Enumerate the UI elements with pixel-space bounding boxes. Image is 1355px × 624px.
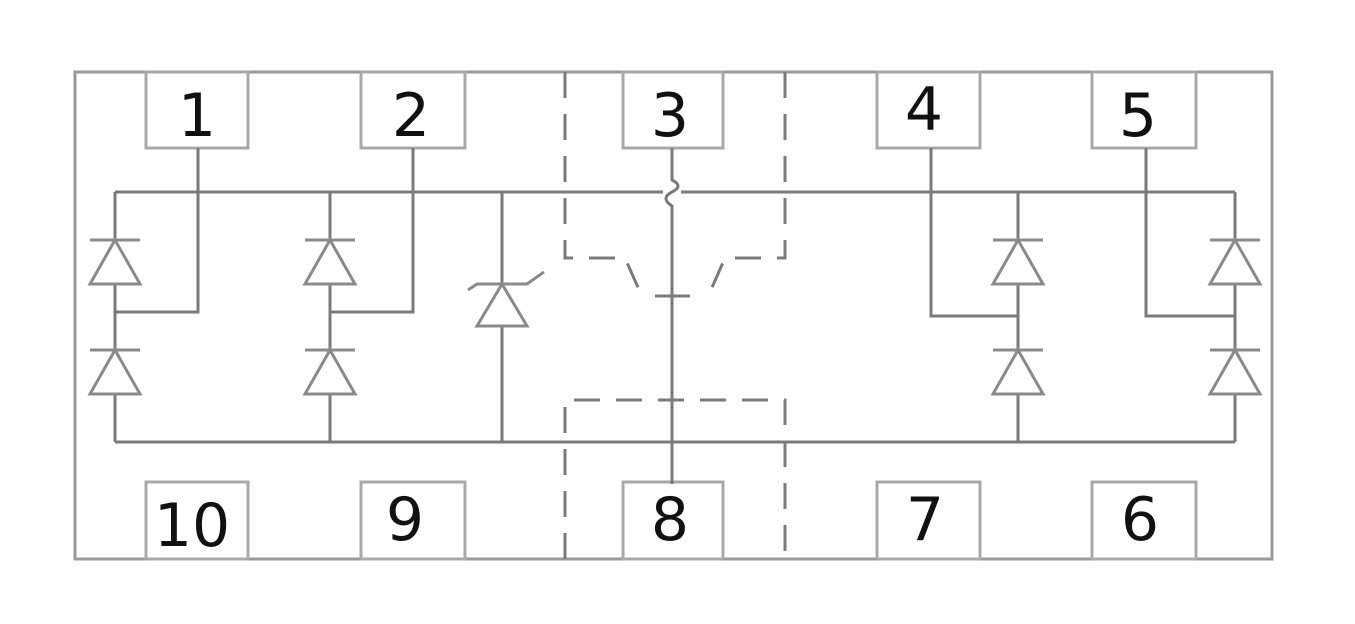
- pin-label-10: 10: [154, 491, 230, 561]
- pin-label-5: 5: [1119, 81, 1157, 151]
- diode-2a: [302, 236, 358, 286]
- diode-1a: [87, 236, 143, 286]
- pin-label-1: 1: [178, 81, 216, 151]
- diode-5a: [1207, 236, 1263, 286]
- pin-box-1: 1: [144, 70, 250, 151]
- diode-column-pin-2: [302, 148, 415, 442]
- pin-label-9: 9: [386, 485, 424, 555]
- pin-box-5: 5: [1090, 70, 1198, 151]
- diode-column-pin-5: [1144, 148, 1263, 442]
- diode-1b: [87, 346, 143, 396]
- pin-box-2: 2: [359, 70, 467, 151]
- zener-diode: [467, 192, 545, 442]
- pin-box-4: 4: [875, 70, 982, 150]
- pin-box-3: 3: [621, 70, 725, 151]
- pin-box-6: 6: [1090, 480, 1198, 561]
- pin-3-wire: [664, 148, 680, 296]
- diode-column-pin-4: [929, 148, 1046, 442]
- pin-box-7: 7: [875, 480, 982, 561]
- diode-5b: [1207, 346, 1263, 396]
- pin-box-8: 8: [621, 480, 725, 561]
- pin-label-4: 4: [905, 75, 943, 145]
- diode-2b: [302, 346, 358, 396]
- pin-label-6: 6: [1121, 485, 1159, 555]
- dashed-internal-block: [563, 72, 787, 559]
- pin-label-8: 8: [651, 485, 689, 555]
- pin-box-10: 10: [144, 480, 250, 561]
- diode-4b: [990, 346, 1046, 396]
- pin-label-7: 7: [906, 485, 944, 555]
- diode-4a: [990, 236, 1046, 286]
- pin-label-3: 3: [651, 81, 689, 151]
- pin-label-2: 2: [392, 81, 430, 151]
- diode-column-pin-1: [87, 148, 200, 442]
- pin-box-9: 9: [359, 480, 467, 561]
